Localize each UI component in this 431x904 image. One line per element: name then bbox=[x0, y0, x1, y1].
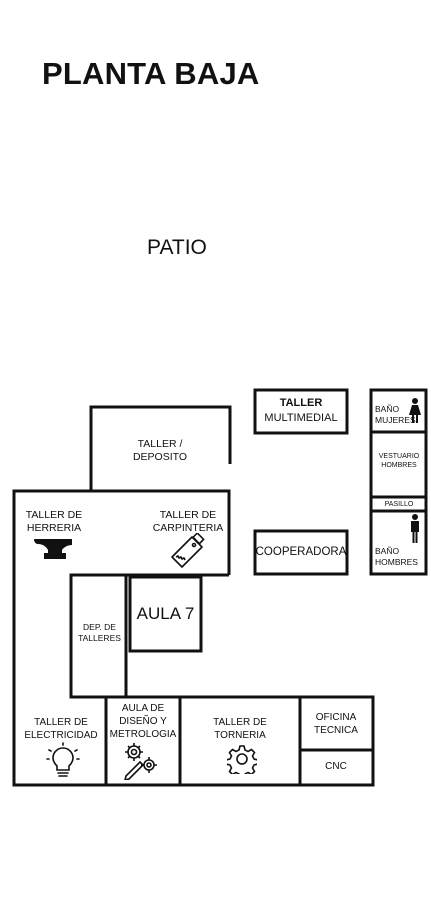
bano-hombres-label: BAÑO HOMBRES bbox=[375, 546, 418, 567]
taller-deposito-label: TALLER / DEPOSITO bbox=[132, 438, 188, 463]
taller-carpinteria-label: TALLER DE CARPINTERIA bbox=[152, 509, 224, 534]
vestuario-hombres-label: VESTUARIO HOMBRES bbox=[378, 453, 420, 469]
lightbulb-icon bbox=[46, 742, 80, 777]
oficina-tecnica-label: OFICINA TECNICA bbox=[314, 712, 358, 736]
taller-multimedial-line2: MULTIMEDIAL bbox=[264, 412, 338, 424]
page-title: PLANTA BAJA bbox=[42, 56, 260, 91]
room-aula-7[interactable] bbox=[128, 575, 203, 653]
taller-herreria-label: TALLER DE HERRERIA bbox=[25, 509, 83, 534]
gears-icon bbox=[124, 743, 157, 780]
room-banos-block[interactable] bbox=[369, 388, 428, 576]
cooperadora-label: COOPERADORA bbox=[255, 546, 347, 558]
patio-label: PATIO bbox=[147, 236, 207, 259]
aula-7-label: AULA 7 bbox=[136, 604, 195, 623]
aula-diseno-label: AULA DE DISEÑO Y METROLOGIA bbox=[109, 703, 177, 740]
bano-mujeres-label: BAÑO MUJERES bbox=[375, 404, 416, 425]
room-taller-multimedial[interactable] bbox=[253, 388, 349, 435]
saw-icon bbox=[171, 533, 205, 568]
man-icon bbox=[411, 514, 419, 543]
anvil-icon bbox=[34, 539, 72, 559]
cnc-label: CNC bbox=[325, 761, 347, 772]
pasillo-label: PASILLO bbox=[384, 501, 414, 508]
taller-multimedial-line1: TALLER bbox=[279, 397, 323, 409]
taller-torneria-label: TALLER DE TORNERIA bbox=[213, 717, 267, 741]
room-cooperadora[interactable] bbox=[253, 529, 349, 576]
woman-icon bbox=[409, 398, 421, 423]
taller-electricidad-label: TALLER DE ELECTRICIDAD bbox=[24, 717, 98, 741]
gear-icon bbox=[227, 745, 257, 774]
dep-talleres-label: DEP. DE TALLERES bbox=[78, 622, 121, 643]
